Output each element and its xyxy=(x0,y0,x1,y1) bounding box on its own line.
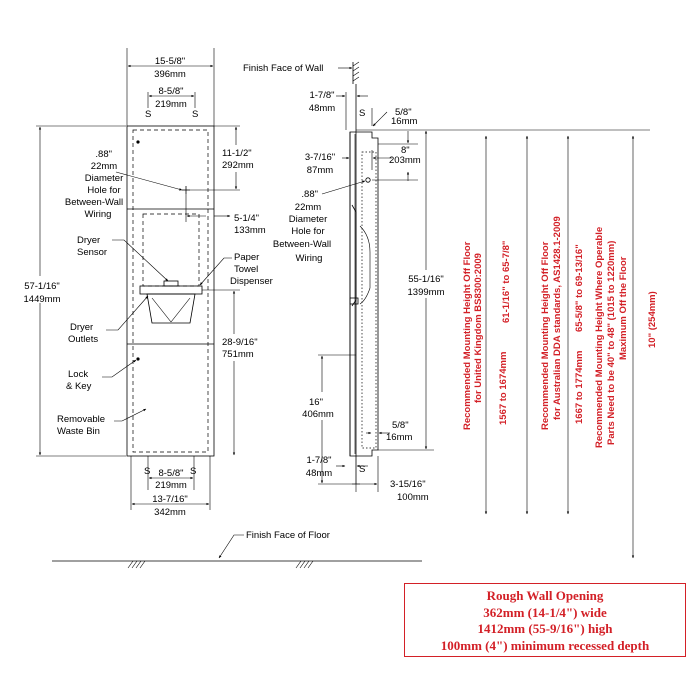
side-178-top-in: 1-7/8" xyxy=(309,90,334,101)
hole-label: Diameter xyxy=(85,173,124,184)
paper-towel-label: Towel xyxy=(234,264,258,275)
hole-label: Wiring xyxy=(85,209,112,220)
mounting-heights: Recommended Mounting Height Off Floor fo… xyxy=(462,135,658,559)
dryer-sensor-label: Dryer xyxy=(77,235,100,246)
dryer-outlets-label: Dryer xyxy=(70,322,93,333)
width-total-mm: 396mm xyxy=(154,69,186,80)
side-31516-mm: 100mm xyxy=(397,492,429,503)
side-16-mm: 406mm xyxy=(302,409,334,420)
stud-bot-in: 8-5/8" xyxy=(158,468,183,479)
side-58-bot-in: 5/8" xyxy=(392,420,409,431)
uk-range: 1567 to 1674mm xyxy=(498,352,509,425)
dim-5-mm: 133mm xyxy=(234,225,266,236)
side-hole-label: Diameter xyxy=(289,214,328,225)
paper-towel-label: Dispenser xyxy=(230,276,273,287)
side-178-bot-in: 1-7/8" xyxy=(306,455,331,466)
ten-inch-label: 10" (254mm) xyxy=(647,291,658,348)
height-in: 57-1/16" xyxy=(24,281,60,292)
au-range-mm: 1667 to 1774mm xyxy=(574,351,585,424)
bottom-w-mm: 342mm xyxy=(154,507,186,518)
side-8-mm: 203mm xyxy=(389,155,421,166)
dim-11-in: 11-1/2" xyxy=(222,148,252,159)
width-total-in: 15-5/8" xyxy=(155,56,185,67)
lock-label: & Key xyxy=(66,381,92,392)
side-55-mm: 1399mm xyxy=(408,287,445,298)
stud-top-in: 8-5/8" xyxy=(158,86,183,97)
rough-opening-width: 362mm (14-1/4") wide xyxy=(483,604,607,620)
hole-label: Hole for xyxy=(87,185,120,196)
side-hole-label: Hole for xyxy=(291,226,324,237)
side-55-in: 55-1/16" xyxy=(408,274,444,285)
side-58-top-mm: 16mm xyxy=(391,116,417,127)
bin-label: Removable xyxy=(57,414,105,425)
stud-s: S xyxy=(192,109,198,120)
dim-28-mm: 751mm xyxy=(222,349,254,360)
side-58-bot-mm: 16mm xyxy=(386,432,412,443)
side-31516-in: 3-15/16" xyxy=(390,479,426,490)
bin-label: Waste Bin xyxy=(57,426,100,437)
rough-wall-opening-box: Rough Wall Opening 362mm (14-1/4") wide … xyxy=(404,583,686,657)
side-178-top-mm: 48mm xyxy=(309,103,335,114)
side-hole-label: Wiring xyxy=(296,253,323,264)
operable-label: Recommended Mounting Height Where Operab… xyxy=(594,227,605,448)
side-3716-mm: 87mm xyxy=(307,165,333,176)
stud-top-mm: 219mm xyxy=(155,99,187,110)
side-8-in: 8" xyxy=(401,145,410,156)
side-3716-in: 3-7/16" xyxy=(305,152,335,163)
stud-bot-mm: 219mm xyxy=(155,480,187,491)
stud-s: S xyxy=(190,466,196,477)
rough-opening-title: Rough Wall Opening xyxy=(486,588,604,603)
stud-s: S xyxy=(359,108,365,119)
height-mm: 1449mm xyxy=(24,294,61,305)
stud-s: S xyxy=(145,109,151,120)
side-16-in: 16" xyxy=(309,397,323,408)
lock-label: Lock xyxy=(68,369,88,380)
front-view: 15-5/8" 396mm 8-5/8" 219mm S S xyxy=(24,48,273,518)
us-range: 65-5/8" to 69-13/16" xyxy=(574,244,585,332)
uk-height-label: Recommended Mounting Height Off Floor xyxy=(462,241,473,430)
dim-28-in: 28-9/16" xyxy=(222,337,258,348)
side-58-top-in: 5/8" xyxy=(395,107,412,118)
rough-opening-height: 1412mm (55-9/16") high xyxy=(477,621,613,636)
dim-11-mm: 292mm xyxy=(222,160,254,171)
dryer-outlets-label: Outlets xyxy=(68,334,98,345)
au-height-label: Recommended Mounting Height Off Floor xyxy=(540,241,551,430)
hole-d-mm: 22mm xyxy=(91,161,117,172)
dryer-sensor-label: Sensor xyxy=(77,247,107,258)
floor-line: Finish Face of Floor xyxy=(52,530,422,569)
side-hole-label: Between-Wall xyxy=(273,239,331,250)
paper-towel-label: Paper xyxy=(234,252,259,263)
dim-5-in: 5-1/4" xyxy=(234,213,259,224)
side-hole-d-mm: 22mm xyxy=(295,202,321,213)
operable-label: Parts Need to be 40" to 48" (1015 to 122… xyxy=(606,241,617,445)
au-range-in: 61-1/16" to 65-7/8" xyxy=(501,241,512,323)
finish-floor-label: Finish Face of Floor xyxy=(246,530,330,541)
side-view: Finish Face of Wall 1-7/8" 48mm S 5/8" 1… xyxy=(243,61,650,503)
stud-s: S xyxy=(144,466,150,477)
side-178-bot-mm: 48mm xyxy=(306,468,332,479)
side-hole-d-in: .88" xyxy=(301,189,318,200)
finish-wall-label: Finish Face of Wall xyxy=(243,63,323,74)
operable-label: Maximum Off the Floor xyxy=(618,256,629,360)
hole-d-in: .88" xyxy=(95,149,112,160)
bottom-w-in: 13-7/16" xyxy=(152,494,188,505)
uk-height-label: for United Kingdom BS8300:2009 xyxy=(473,253,484,403)
hole-label: Between-Wall xyxy=(65,197,123,208)
rough-opening-depth: 100mm (4") minimum recessed depth xyxy=(440,637,650,653)
au-height-label: for Australian DDA standards, AS1428.1-2… xyxy=(552,216,563,420)
stud-s: S xyxy=(359,464,365,475)
